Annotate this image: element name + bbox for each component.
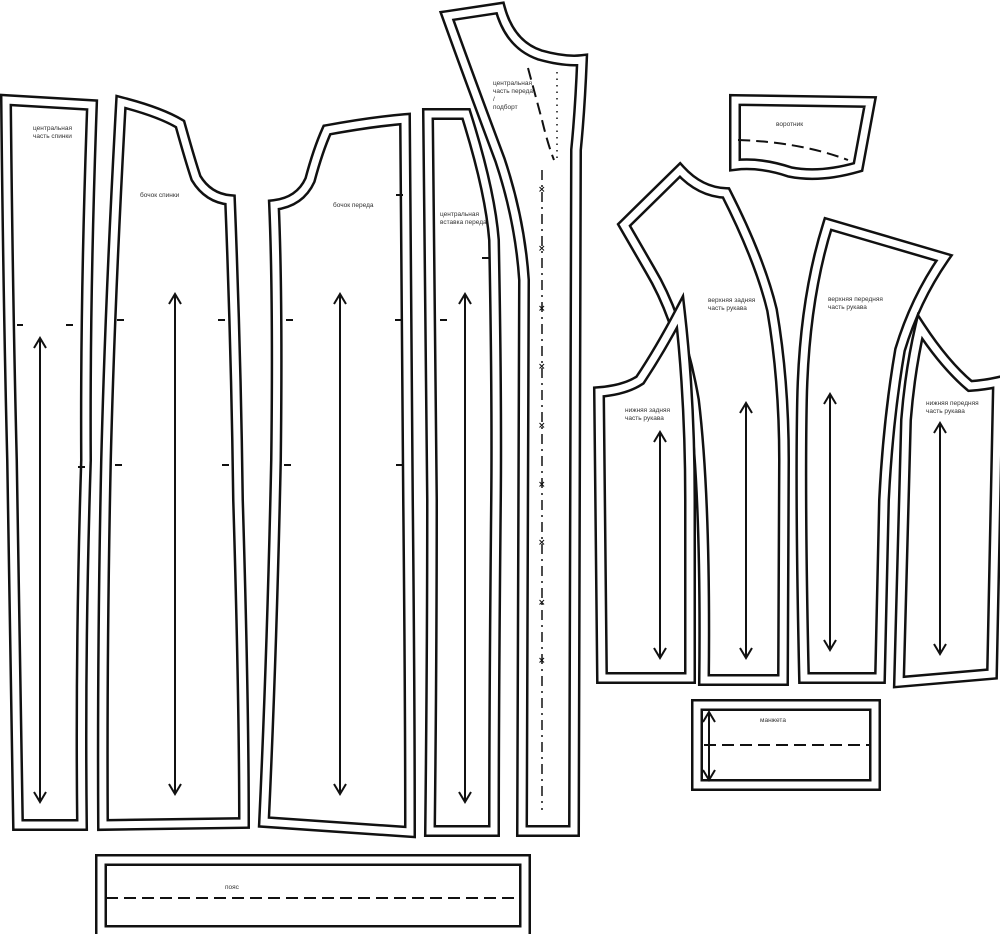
label-center-back-2: часть спинки <box>33 133 72 140</box>
piece-center-back: центральная часть спинки <box>0 93 99 831</box>
notch-marks <box>17 194 489 468</box>
label-front-2: часть переда <box>493 88 533 95</box>
svg-text:×: × <box>538 304 546 314</box>
piece-belt: пояс <box>95 854 531 934</box>
svg-text:×: × <box>538 362 546 372</box>
label-side-front: бочок переда <box>333 201 374 209</box>
label-upper-front-sleeve-2: часть рукава <box>828 304 867 311</box>
label-upper-back-sleeve-2: часть рукава <box>708 305 747 312</box>
label-front-3: / <box>493 96 495 103</box>
piece-upper-front-sleeve: верхняя передняя часть рукава <box>795 216 954 684</box>
svg-text:×: × <box>538 656 546 666</box>
label-lower-front-sleeve-2: часть рукава <box>926 408 965 415</box>
label-insert-2: вставка переда <box>440 219 487 226</box>
label-lower-back-sleeve-2: часть рукава <box>625 415 664 422</box>
label-center-back-1: центральная <box>33 125 72 132</box>
piece-center-front: × × × × × × × × × центральная часть переда / п… <box>438 1 589 837</box>
svg-text:×: × <box>538 598 546 608</box>
piece-cuff: манжета <box>691 699 881 791</box>
label-lower-front-sleeve-1: нижняя передняя <box>926 400 979 407</box>
label-belt: пояс <box>225 884 240 891</box>
label-side-back: бочок спинки <box>140 191 180 199</box>
svg-text:×: × <box>538 480 546 490</box>
piece-side-front: бочок переда <box>257 112 417 839</box>
piece-center-front-insert: центральная вставка переда <box>421 108 503 837</box>
piece-collar: воротник <box>729 93 878 181</box>
label-collar: воротник <box>776 121 803 128</box>
label-insert-1: центральная <box>440 211 479 218</box>
piece-lower-front-sleeve: нижняя передняя часть рукава <box>892 312 1000 689</box>
piece-lower-back-sleeve: нижняя задняя часть рукава <box>592 291 696 684</box>
label-upper-back-sleeve-1: верхняя задняя <box>708 297 756 304</box>
svg-text:×: × <box>538 185 546 195</box>
label-front-1: центральная <box>493 80 532 87</box>
piece-side-back: бочок спинки <box>96 94 251 832</box>
svg-text:×: × <box>538 538 546 548</box>
svg-text:×: × <box>538 244 546 254</box>
label-lower-back-sleeve-1: нижняя задняя <box>625 407 671 414</box>
svg-text:×: × <box>538 421 546 431</box>
label-front-4: подборт <box>493 103 518 111</box>
label-upper-front-sleeve-1: верхняя передняя <box>828 296 883 303</box>
label-cuff: манжета <box>760 717 786 724</box>
